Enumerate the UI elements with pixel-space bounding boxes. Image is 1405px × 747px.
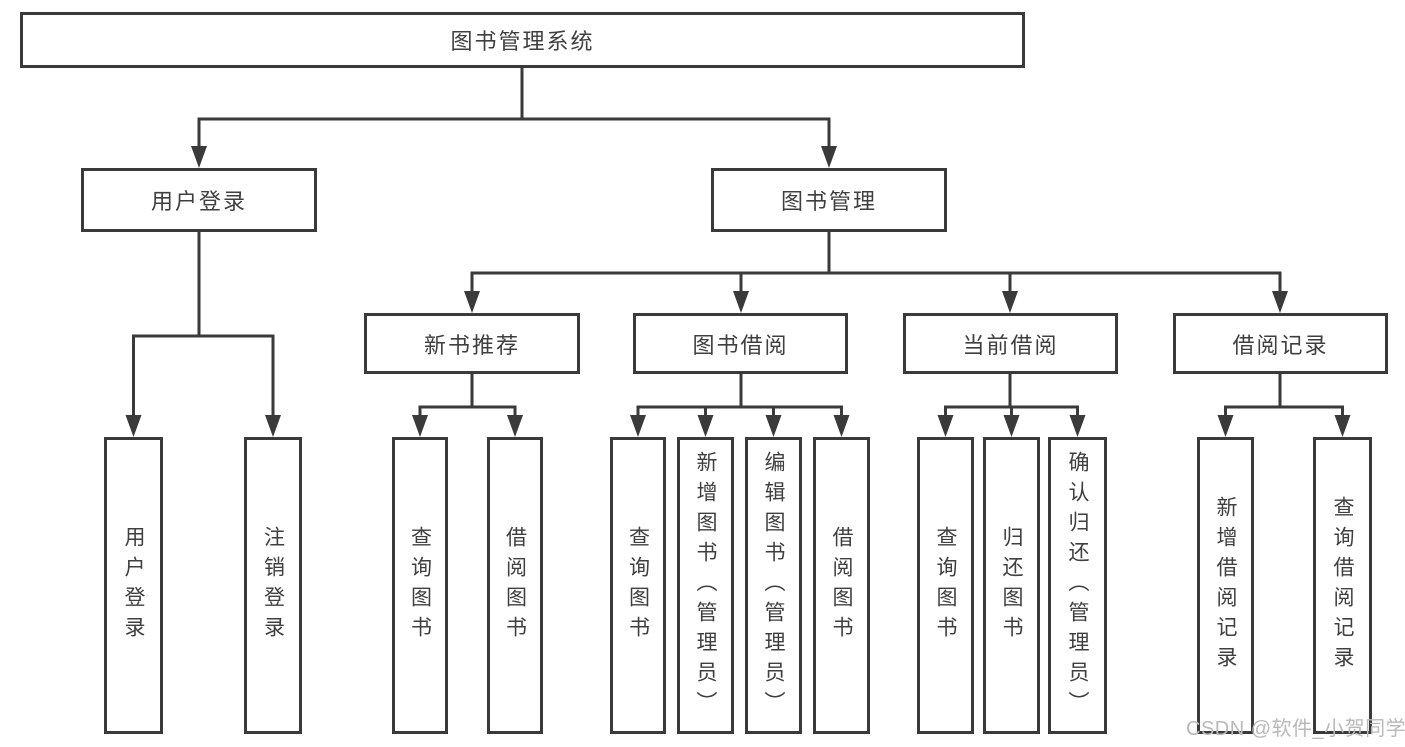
leaf-logout-label: 注销登录 [261,525,285,646]
leaf-query-books-1: 查询图书 [392,437,448,734]
node-borrow-records-label: 借阅记录 [1232,332,1329,358]
leaf-edit-books-admin-label: 编辑图书（管理员） [762,450,785,721]
leaf-query-borrow-record: 查询借阅记录 [1313,437,1372,734]
leaf-return-books-label: 归还图书 [1000,525,1023,646]
leaf-add-borrow-record-label: 新增借阅记录 [1214,495,1237,676]
leaf-user-login-label: 用户登录 [122,525,145,646]
leaf-borrow-books-1-label: 借阅图书 [503,525,527,646]
leaf-borrow-books-1: 借阅图书 [487,437,543,734]
node-borrow-records: 借阅记录 [1173,313,1388,374]
leaf-query-books-3: 查询图书 [917,437,974,734]
leaf-query-books-1-label: 查询图书 [408,525,432,646]
node-book-borrow: 图书借阅 [633,313,848,374]
node-new-book-recommend: 新书推荐 [364,313,580,374]
node-root: 图书管理系统 [20,12,1025,68]
node-book-management-label: 图书管理 [780,189,877,214]
node-root-label: 图书管理系统 [450,29,595,54]
leaf-add-books-admin: 新增图书（管理员） [677,437,734,734]
node-user-login-label: 用户登录 [150,189,247,214]
leaf-confirm-return-admin-label: 确认归还（管理员） [1066,450,1089,721]
node-user-login: 用户登录 [81,168,317,232]
leaf-edit-books-admin: 编辑图书（管理员） [745,437,802,734]
leaf-add-borrow-record: 新增借阅记录 [1197,437,1254,734]
leaf-query-books-2-label: 查询图书 [626,525,650,646]
leaf-query-books-2: 查询图书 [610,437,666,734]
node-current-borrow-label: 当前借阅 [962,332,1059,358]
leaf-user-login: 用户登录 [104,437,163,734]
leaf-return-books: 归还图书 [983,437,1040,734]
leaf-borrow-books-2-label: 借阅图书 [830,525,853,646]
leaf-query-books-3-label: 查询图书 [934,525,957,646]
node-book-management: 图书管理 [711,168,947,232]
leaf-borrow-books-2: 借阅图书 [813,437,870,734]
leaf-logout: 注销登录 [244,437,302,734]
leaf-query-borrow-record-label: 查询借阅记录 [1331,495,1354,676]
leaf-add-books-admin-label: 新增图书（管理员） [694,450,717,721]
leaf-confirm-return-admin: 确认归还（管理员） [1048,437,1107,734]
csdn-watermark: CSDN @软件_小贺同学 [1186,718,1405,740]
node-book-borrow-label: 图书借阅 [692,332,789,358]
node-current-borrow: 当前借阅 [903,313,1118,374]
node-new-book-recommend-label: 新书推荐 [423,332,520,358]
